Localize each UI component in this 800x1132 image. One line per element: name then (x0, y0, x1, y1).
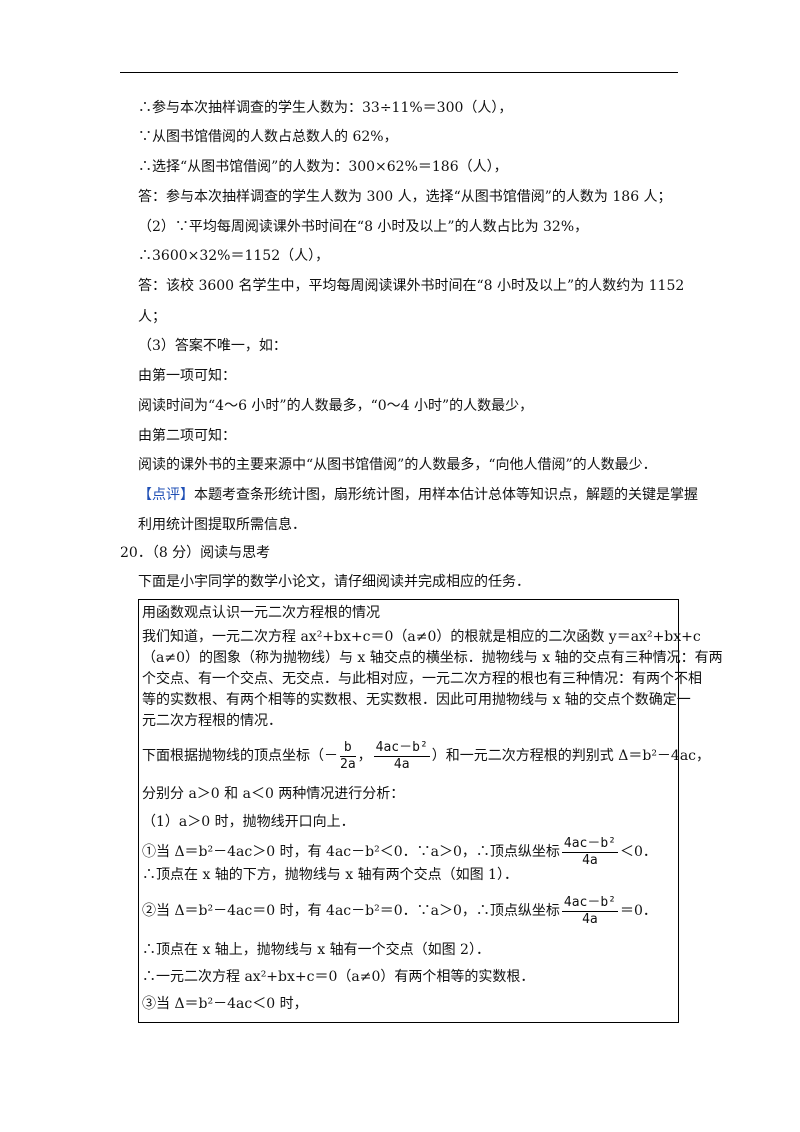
text-line: 答：该校 3600 名学生中，平均每周阅读课外书时间在“8 小时及以上”的人数约… (138, 278, 685, 294)
text-line: 答：参与本次抽样调查的学生人数为 300 人，选择“从图书馆借阅”的人数为 18… (138, 189, 672, 205)
essay-paragraph-line: 元二次方程根的情况． (142, 713, 282, 729)
essay-paragraph-line: 我们知道，一元二次方程 ax²+bx+c＝0（a≠0）的根就是相应的二次函数 y… (142, 629, 701, 645)
review-line-2: 利用统计图提取所需信息． (138, 517, 306, 533)
review-tag: 【点评】 (138, 487, 194, 503)
essay-case1: （1）a＞0 时，抛物线开口向上． (142, 814, 355, 830)
case3-line: ③当 Δ＝b²－4ac＜0 时， (142, 996, 308, 1012)
case2-result: ∴顶点在 x 轴上，抛物线与 x 轴有一个交点（如图 2）． (142, 942, 490, 958)
review-line: 【点评】本题考查条形统计图，扇形统计图，用样本估计总体等知识点，解题的关键是掌握 (138, 485, 698, 505)
essay-paragraph-line: （a≠0）的图象（称为抛物线）与 x 轴交点的横坐标．抛物线与 x 轴的交点有三… (142, 650, 723, 666)
essay-paragraph-line: 等的实数根、有两个相等的实数根、无实数根．因此可用抛物线与 x 轴的交点个数确定… (142, 692, 691, 708)
question-intro: 下面是小宇同学的数学小论文，请仔细阅读并完成相应的任务． (138, 574, 530, 590)
review-text: 本题考查条形统计图，扇形统计图，用样本估计总体等知识点，解题的关键是掌握 (194, 487, 698, 503)
text-line: ∴参与本次抽样调查的学生人数为：33÷11%＝300（人）， (138, 100, 513, 116)
essay-split: 分别分 a＞0 和 a＜0 两种情况进行分析： (142, 786, 405, 802)
essay-box (138, 599, 679, 1023)
question-header: 20．（8 分）阅读与思考 (120, 545, 271, 561)
text-line: （3）答案不唯一，如： (138, 338, 287, 354)
text-line: ∴选择“从图书馆借阅”的人数为：300×62%＝186（人）， (138, 159, 508, 175)
case1-result: ∴顶点在 x 轴的下方，抛物线与 x 轴有两个交点（如图 1）． (142, 867, 518, 883)
case2-result-2: ∴一元二次方程 ax²+bx+c＝0（a≠0）有两个相等的实数根． (142, 969, 535, 985)
text-line: 阅读的课外书的主要来源中“从图书馆借阅”的人数最多，“向他人借阅”的人数最少． (138, 457, 657, 473)
text-line: ∴3600×32%＝1152（人）， (138, 248, 330, 264)
text-line: ∵从图书馆借阅的人数占总数人的 62%， (138, 129, 398, 145)
text-line: 人； (138, 309, 166, 325)
essay-paragraph-line: 个交点、有一个交点、无交点．与此相对应，一元二次方程的根也有三种情况：有两个不相 (142, 671, 702, 687)
text-line: 由第二项可知： (138, 428, 236, 444)
header-rule (120, 72, 678, 73)
text-line: （2）∵平均每周阅读课外书时间在“8 小时及以上”的人数占比为 32%， (138, 219, 589, 235)
text-line: 由第一项可知： (138, 368, 236, 384)
text-line: 阅读时间为“4～6 小时”的人数最多，“0～4 小时”的人数最少， (138, 398, 534, 414)
essay-title: 用函数观点认识一元二次方程根的情况 (142, 605, 380, 621)
